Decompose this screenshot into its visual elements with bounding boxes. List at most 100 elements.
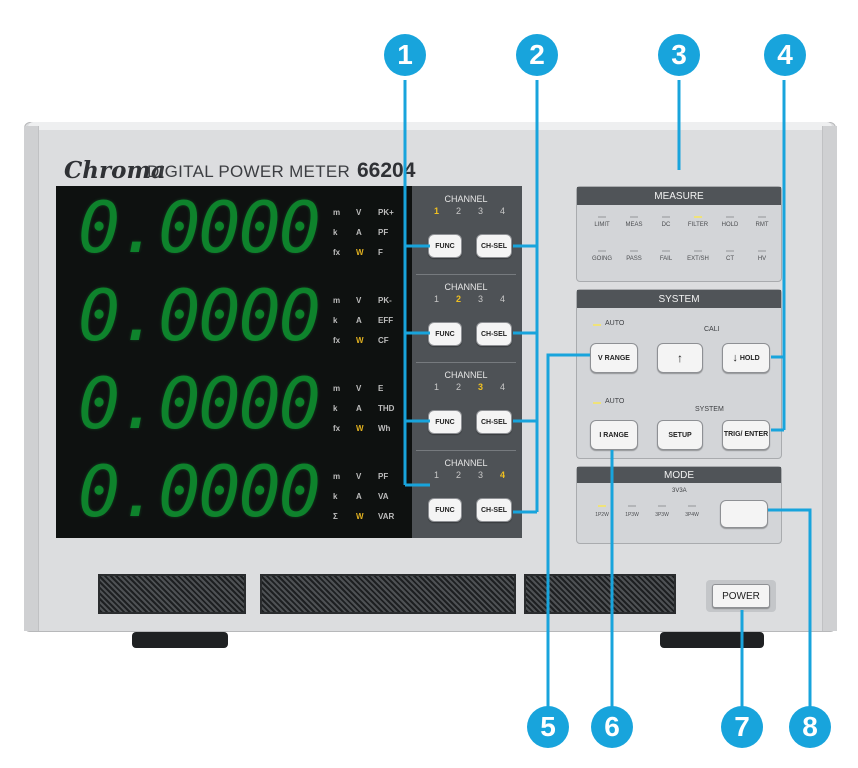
measure-label: FAIL [659, 256, 673, 262]
cali-label: CALI [704, 326, 720, 333]
unit-indicator: k [333, 492, 338, 501]
unit-indicator: CF [378, 336, 389, 345]
func-button[interactable]: FUNC [428, 322, 462, 346]
callout-2: 2 [516, 34, 558, 76]
digit-readout: 0.0000 [78, 187, 321, 269]
mode-label: 3P3W [655, 512, 669, 518]
func-button[interactable]: FUNC [428, 410, 462, 434]
ch-sel-button[interactable]: CH-SEL [476, 498, 512, 522]
leader-line-1 [403, 80, 430, 487]
unit-indicator: V [356, 384, 362, 393]
chassis-top-edge [28, 122, 832, 130]
mode-button[interactable] [720, 500, 768, 528]
measure-led [630, 216, 638, 218]
unit-indicator: PF [378, 228, 389, 237]
measure-label: EXT/SH [687, 256, 709, 262]
brand-logo: Chroma [64, 157, 166, 184]
measure-label: RMT [755, 222, 769, 228]
mode-led [628, 505, 636, 507]
i-range-button[interactable]: I RANGE [590, 420, 638, 450]
channel-number: 2 [456, 294, 462, 304]
unit-indicator: W [356, 512, 364, 521]
trig-enter-button[interactable]: TRIG/ ENTER [722, 420, 770, 450]
display-panel [56, 186, 412, 538]
model-number: 66204 [357, 159, 416, 182]
channel-title: CHANNEL [444, 370, 488, 380]
v-range-button[interactable]: V RANGE [590, 343, 638, 373]
digit-readout: 0.0000 [78, 363, 321, 445]
vent-center [260, 574, 516, 614]
channel-number: 1 [434, 206, 440, 216]
system-sub-label: SYSTEM [695, 406, 724, 413]
measure-led [726, 250, 734, 252]
unit-indicator: m [333, 384, 341, 393]
unit-indicator: fx [333, 248, 341, 257]
mode-label: 1P3W [625, 512, 639, 518]
measure-led [758, 216, 766, 218]
unit-indicator: W [356, 336, 364, 345]
model-text: DIGITAL POWER METER [147, 162, 351, 181]
channel-number: 3 [478, 382, 484, 392]
measure-led [662, 250, 670, 252]
leader-line-8 [768, 508, 812, 720]
channel-number: 3 [478, 206, 484, 216]
measure-led [758, 250, 766, 252]
callout-3: 3 [658, 34, 700, 76]
system-title: SYSTEM [577, 290, 781, 308]
unit-indicator: fx [333, 336, 341, 345]
mode-label: 1P2W [595, 512, 609, 518]
unit-indicator: A [356, 228, 362, 237]
setup-button[interactable]: SETUP [657, 420, 703, 450]
unit-indicator: EFF [378, 316, 394, 325]
measure-label: CT [726, 256, 734, 262]
channel-separator [416, 274, 516, 275]
func-button[interactable]: FUNC [428, 234, 462, 258]
auto-led-v [593, 324, 601, 326]
unit-indicator: fx [333, 424, 341, 433]
ch-sel-button[interactable]: CH-SEL [476, 410, 512, 434]
ch-sel-button[interactable]: CH-SEL [476, 322, 512, 346]
channel-separator [416, 450, 516, 451]
unit-indicator: VAR [378, 512, 395, 521]
channel-separator [416, 362, 516, 363]
channel-title: CHANNEL [444, 458, 488, 468]
channel-number: 2 [456, 382, 462, 392]
hold-label: HOLD [739, 354, 760, 362]
unit-indicator: V [356, 208, 362, 217]
unit-indicator: PF [378, 472, 389, 481]
up-button[interactable]: ↑ [657, 343, 703, 373]
unit-indicator: A [356, 492, 362, 501]
leader-line-4 [771, 80, 786, 432]
unit-indicator: W [356, 424, 364, 433]
channel-number: 4 [500, 382, 506, 392]
unit-indicator: VA [378, 492, 389, 501]
unit-indicator: m [333, 472, 341, 481]
unit-indicator: A [356, 404, 362, 413]
down-arrow-icon: ↓ [732, 352, 738, 364]
mode-title: MODE [577, 467, 781, 483]
hold-button[interactable]: ↓ HOLD [722, 343, 770, 373]
callout-4: 4 [764, 34, 806, 76]
ch-sel-button[interactable]: CH-SEL [476, 234, 512, 258]
unit-indicator: m [333, 208, 341, 217]
measure-led [598, 250, 606, 252]
auto-label-i: AUTO [605, 398, 625, 405]
channel-number: 1 [434, 294, 440, 304]
foot-left [132, 632, 228, 648]
unit-indicator: PK+ [378, 208, 394, 217]
chassis-right-side [822, 126, 837, 631]
chassis-left-side [24, 126, 39, 631]
auto-label-v: AUTO [605, 320, 625, 327]
unit-indicator: m [333, 296, 341, 305]
channel-number: 3 [478, 294, 484, 304]
measure-label: HOLD [721, 222, 739, 228]
mode-led [658, 505, 666, 507]
measure-label: FILTER [687, 222, 709, 228]
unit-indicator: Σ [333, 512, 338, 521]
measure-led [694, 216, 702, 218]
power-button[interactable]: POWER [712, 584, 770, 608]
func-button[interactable]: FUNC [428, 498, 462, 522]
unit-indicator: k [333, 404, 338, 413]
measure-title: MEASURE [577, 187, 781, 205]
